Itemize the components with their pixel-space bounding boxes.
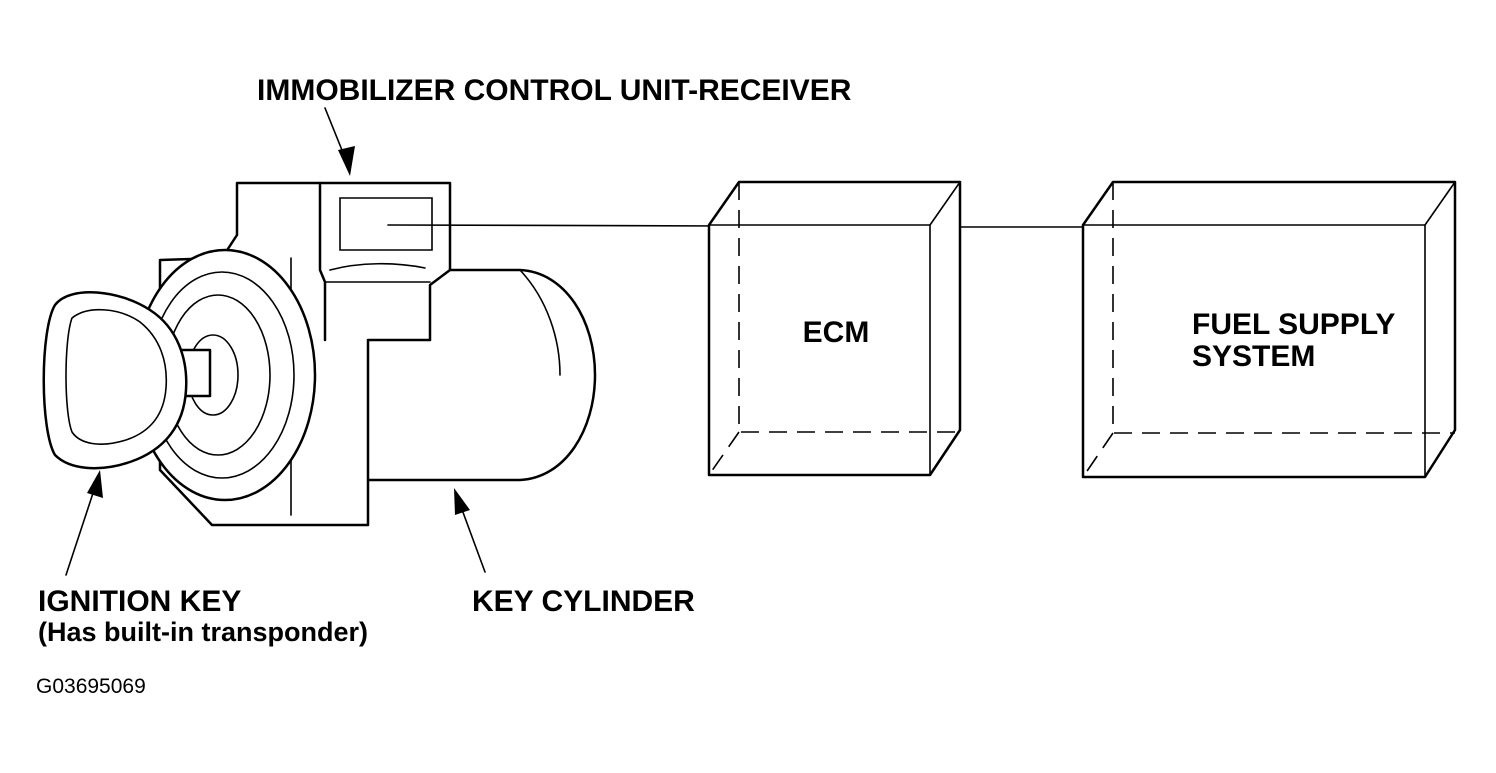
immobilizer-label: IMMOBILIZER CONTROL UNIT-RECEIVER [257,74,852,107]
wiring [387,224,1105,228]
ignition-key [42,291,212,470]
arrowhead-ignition-key [87,470,103,498]
wire-immobilizer-to-ecm [387,224,727,227]
ignition-key-note: (Has built-in transponder) [38,617,368,647]
fuel-supply-box: FUEL SUPPLY SYSTEM [1081,180,1457,479]
figure-code: G03695069 [36,675,146,698]
key-cylinder-label: KEY CYLINDER [472,585,695,618]
arrowhead-key-cylinder [454,488,470,515]
leader-arrows [65,107,486,576]
ecm-label: ECM [803,316,870,349]
ecm-box: ECM [707,180,962,477]
fuel-supply-label-line2: SYSTEM [1192,340,1315,373]
arrowhead-immobilizer [338,146,355,176]
ignition-key-label: IGNITION KEY [38,585,241,618]
fuel-supply-label-line1: FUEL SUPPLY [1192,308,1395,341]
